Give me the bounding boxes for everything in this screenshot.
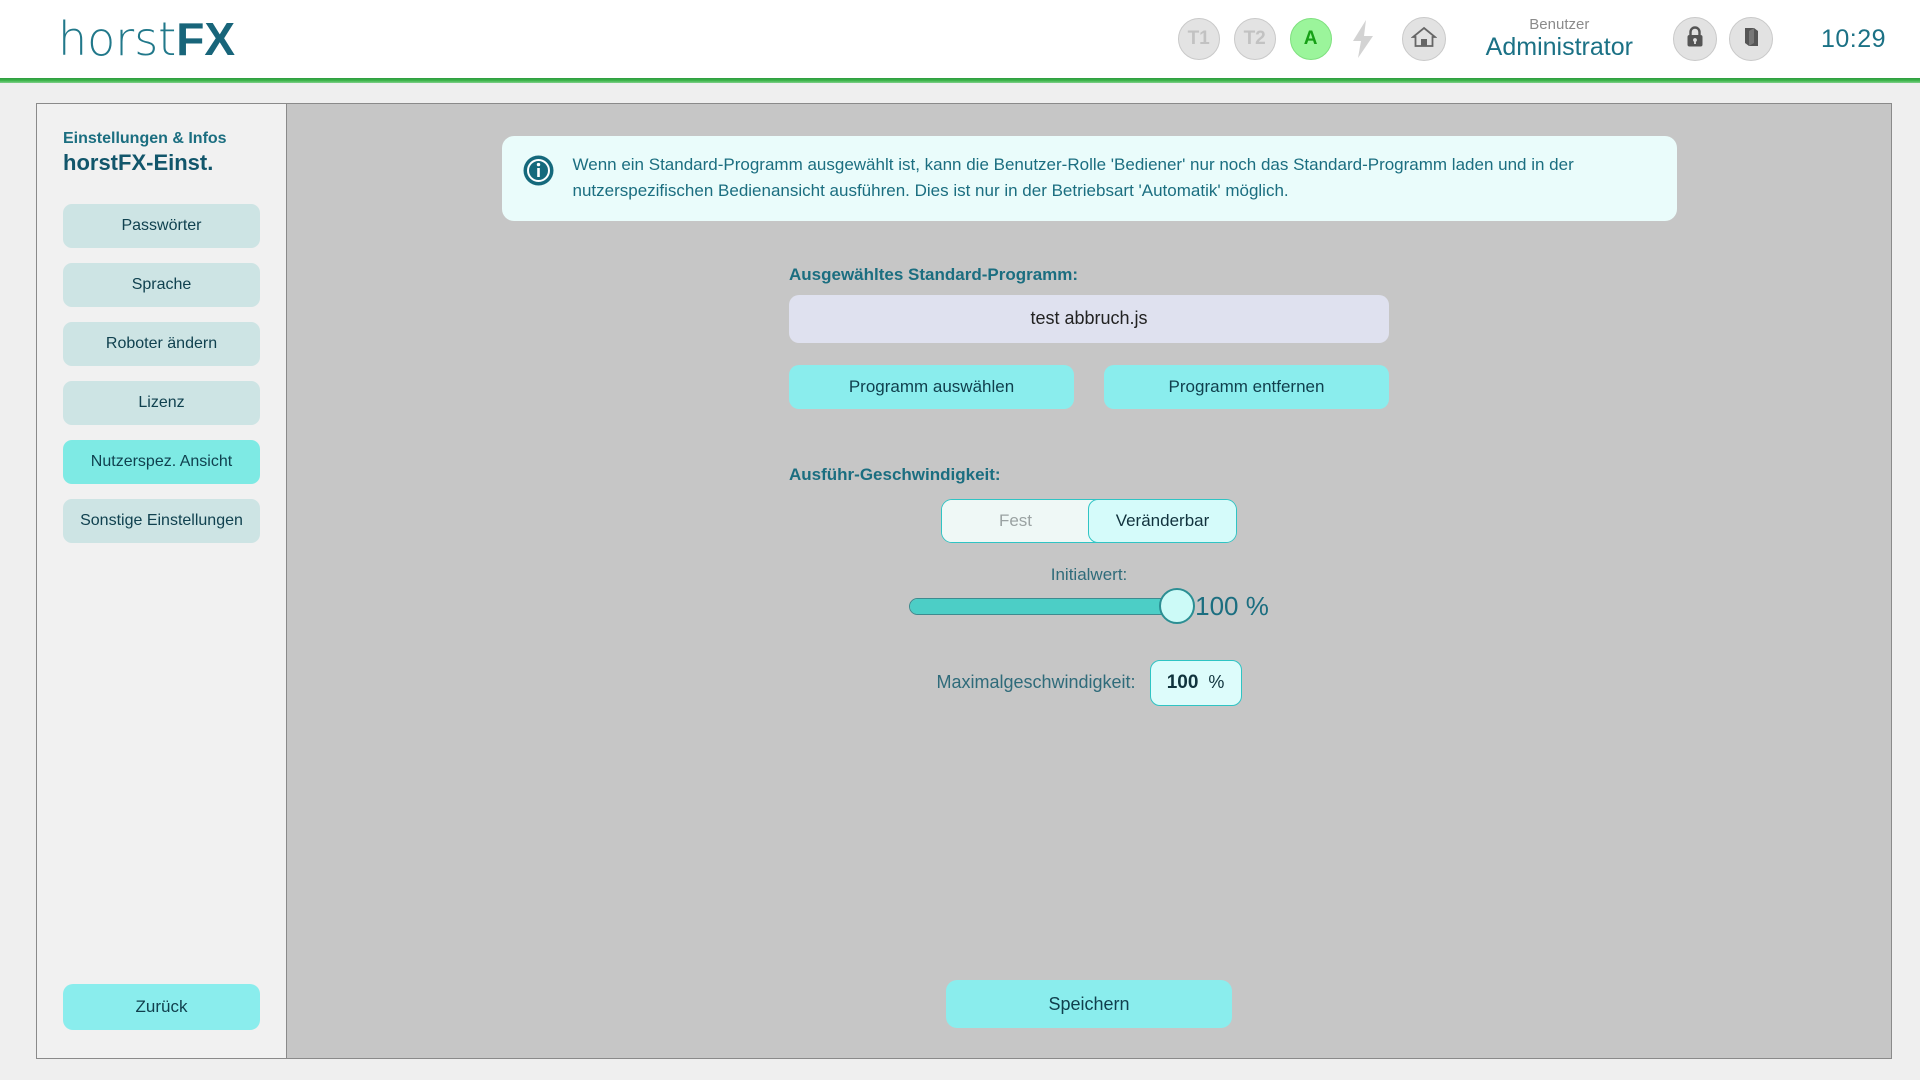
content-panels: Einstellungen & Infos horstFX-Einst. Pas… [36, 103, 1892, 1059]
sidebar-spacer [63, 558, 260, 984]
header-divider [0, 78, 1920, 83]
sidebar: Einstellungen & Infos horstFX-Einst. Pas… [37, 104, 287, 1058]
sidebar-item-roboter-aendern[interactable]: Roboter ändern [63, 322, 260, 366]
sidebar-item-sonstige-einstellungen[interactable]: Sonstige Einstellungen [63, 499, 260, 543]
max-speed-unit: % [1208, 672, 1225, 693]
mode-button-t1[interactable]: T1 [1177, 18, 1220, 60]
sidebar-title-small: Einstellungen & Infos [63, 130, 227, 147]
initial-value-row: 100 % [909, 588, 1269, 625]
page-title: horstFX-Einst. [63, 150, 214, 175]
lock-icon-button[interactable] [1672, 17, 1717, 61]
save-button[interactable]: Speichern [946, 980, 1232, 1028]
page-body: Einstellungen & Infos horstFX-Einst. Pas… [0, 83, 1920, 1080]
header-icon-pair [1672, 17, 1773, 61]
book-icon [1740, 25, 1762, 54]
program-label: Ausgewähltes Standard-Programm: [789, 264, 1079, 284]
lock-icon [1684, 25, 1706, 54]
initial-value-display: 100 % [1195, 590, 1269, 621]
program-section: Ausgewähltes Standard-Programm: test abb… [789, 265, 1389, 409]
settings-form: Ausgewähltes Standard-Programm: test abb… [327, 265, 1851, 1058]
speed-section: Ausführ-Geschwindigkeit: Fest Veränderba… [789, 465, 1389, 706]
back-button[interactable]: Zurück [63, 984, 260, 1030]
max-speed-value: 100 [1166, 671, 1199, 693]
system-clock: 10:29 [1820, 24, 1886, 53]
max-speed-row: Maximalgeschwindigkeit: 100 % [789, 659, 1389, 706]
mode-button-automatic[interactable]: A [1289, 18, 1332, 60]
app-header: horstFX T1 T2 A Benutzer Administrator [0, 0, 1920, 78]
lightning-bolt-icon[interactable] [1348, 18, 1378, 60]
max-speed-input[interactable]: 100 % [1149, 659, 1242, 706]
selected-program-field[interactable]: test abbruch.js [789, 294, 1389, 343]
book-icon-button[interactable] [1728, 17, 1773, 61]
info-circle-icon [522, 154, 555, 192]
slider-thumb[interactable] [1159, 588, 1196, 625]
operating-mode-group: T1 T2 A [1177, 18, 1378, 60]
save-row: Speichern [946, 980, 1232, 1028]
toggle-option-veraenderbar[interactable]: Veränderbar [1088, 499, 1236, 542]
user-info: Benutzer Administrator [1485, 15, 1633, 62]
sidebar-item-sprache[interactable]: Sprache [63, 263, 260, 307]
app-logo: horstFX [58, 16, 235, 62]
program-button-row: Programm auswählen Programm entfernen [789, 364, 1389, 409]
info-banner-text: Wenn ein Standard-Programm ausgewählt is… [572, 155, 1574, 201]
initial-value-slider[interactable] [909, 588, 1196, 625]
sidebar-item-passwoerter[interactable]: Passwörter [63, 204, 260, 248]
mode-button-t2[interactable]: T2 [1233, 18, 1276, 60]
user-role-label: Benutzer [1529, 15, 1590, 33]
remove-program-button[interactable]: Programm entfernen [1104, 364, 1389, 409]
info-banner: Wenn ein Standard-Programm ausgewählt is… [501, 136, 1677, 221]
speed-label: Ausführ-Geschwindigkeit: [789, 464, 1001, 484]
sidebar-item-nutzerspez-ansicht[interactable]: Nutzerspez. Ansicht [63, 440, 260, 484]
user-name: Administrator [1485, 33, 1633, 62]
sidebar-item-lizenz[interactable]: Lizenz [63, 381, 260, 425]
toggle-option-fest[interactable]: Fest [942, 499, 1089, 542]
speed-mode-toggle: Fest Veränderbar [941, 498, 1237, 543]
initial-value-label: Initialwert: [1050, 564, 1128, 584]
home-icon-button[interactable] [1401, 17, 1446, 61]
main-content: Wenn ein Standard-Programm ausgewählt is… [287, 104, 1891, 1058]
max-speed-label: Maximalgeschwindigkeit: [936, 672, 1136, 693]
select-program-button[interactable]: Programm auswählen [789, 364, 1074, 409]
initial-value-block: Initialwert: 100 % [789, 564, 1389, 625]
slider-fill [910, 598, 1179, 614]
logo-text-light: horst [58, 12, 177, 66]
logo-text-bold: FX [176, 13, 235, 65]
home-icon [1410, 25, 1438, 54]
